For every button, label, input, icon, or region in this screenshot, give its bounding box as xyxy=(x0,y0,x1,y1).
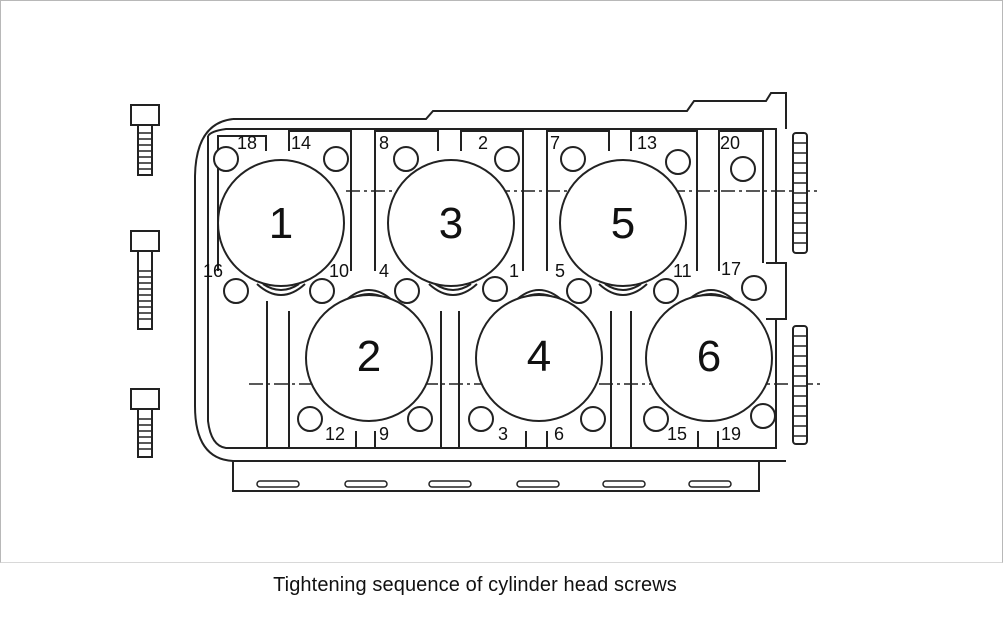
bolt-6-label: 6 xyxy=(554,424,564,444)
bolt-12-label: 12 xyxy=(325,424,345,444)
bolt-20-label: 20 xyxy=(720,133,740,153)
cylinder-4-label: 4 xyxy=(527,332,551,381)
bolt-16-label: 16 xyxy=(203,261,223,281)
cylinder-5-label: 5 xyxy=(611,199,635,248)
bolt-9-label: 9 xyxy=(379,424,389,444)
cylinder-6-label: 6 xyxy=(697,332,721,381)
cylinder-5-bore xyxy=(559,159,687,287)
bolt-holes xyxy=(213,146,776,432)
camshaft-gear-lower xyxy=(792,325,808,445)
cylinder-bores xyxy=(217,159,773,422)
bolt-18-label: 18 xyxy=(237,133,257,153)
bolt-1-label: 1 xyxy=(509,261,519,281)
cylinder-2-bore xyxy=(305,294,433,422)
cylinder-head-diagram: 1 2 3 4 5 6 1 2 3 4 5 6 7 8 9 10 11 12 1… xyxy=(130,92,823,492)
bolt-5-label: 5 xyxy=(555,261,565,281)
cylinder-6-bore xyxy=(645,294,773,422)
cylinder-3-bore xyxy=(387,159,515,287)
screw-long xyxy=(130,230,160,330)
upper-bays xyxy=(217,130,764,271)
bolt-17-label: 17 xyxy=(721,259,741,279)
lower-bays xyxy=(266,301,776,449)
bolt-15-label: 15 xyxy=(667,424,687,444)
cylinder-head-body xyxy=(194,92,787,492)
bolt-3-label: 3 xyxy=(498,424,508,444)
bolt-19-label: 19 xyxy=(721,424,741,444)
diagram-frame: 1 2 3 4 5 6 1 2 3 4 5 6 7 8 9 10 11 12 1… xyxy=(0,0,1003,563)
loose-screws xyxy=(130,104,160,458)
bolt-11-label: 11 xyxy=(673,261,692,281)
cylinder-1-bore xyxy=(217,159,345,287)
cylinder-3-label: 3 xyxy=(439,199,463,248)
bolt-7-label: 7 xyxy=(550,133,560,153)
cylinder-4-bore xyxy=(475,294,603,422)
cylinder-numbers: 1 2 3 4 5 6 xyxy=(269,199,721,381)
bolt-10-label: 10 xyxy=(329,261,349,281)
bolt-2-label: 2 xyxy=(478,133,488,153)
screw-medium xyxy=(130,388,160,458)
bolt-sequence-numbers: 1 2 3 4 5 6 7 8 9 10 11 12 13 14 15 16 1… xyxy=(203,133,741,444)
bolt-4-label: 4 xyxy=(379,261,389,281)
bolt-8-label: 8 xyxy=(379,133,389,153)
figure-caption: Tightening sequence of cylinder head scr… xyxy=(273,574,677,596)
camshaft-gear-upper xyxy=(792,132,808,254)
cylinder-1-label: 1 xyxy=(269,199,293,248)
bolt-14-label: 14 xyxy=(291,133,311,153)
bolt-13-label: 13 xyxy=(637,133,657,153)
cylinder-2-label: 2 xyxy=(357,332,381,381)
screw-short xyxy=(130,104,160,176)
